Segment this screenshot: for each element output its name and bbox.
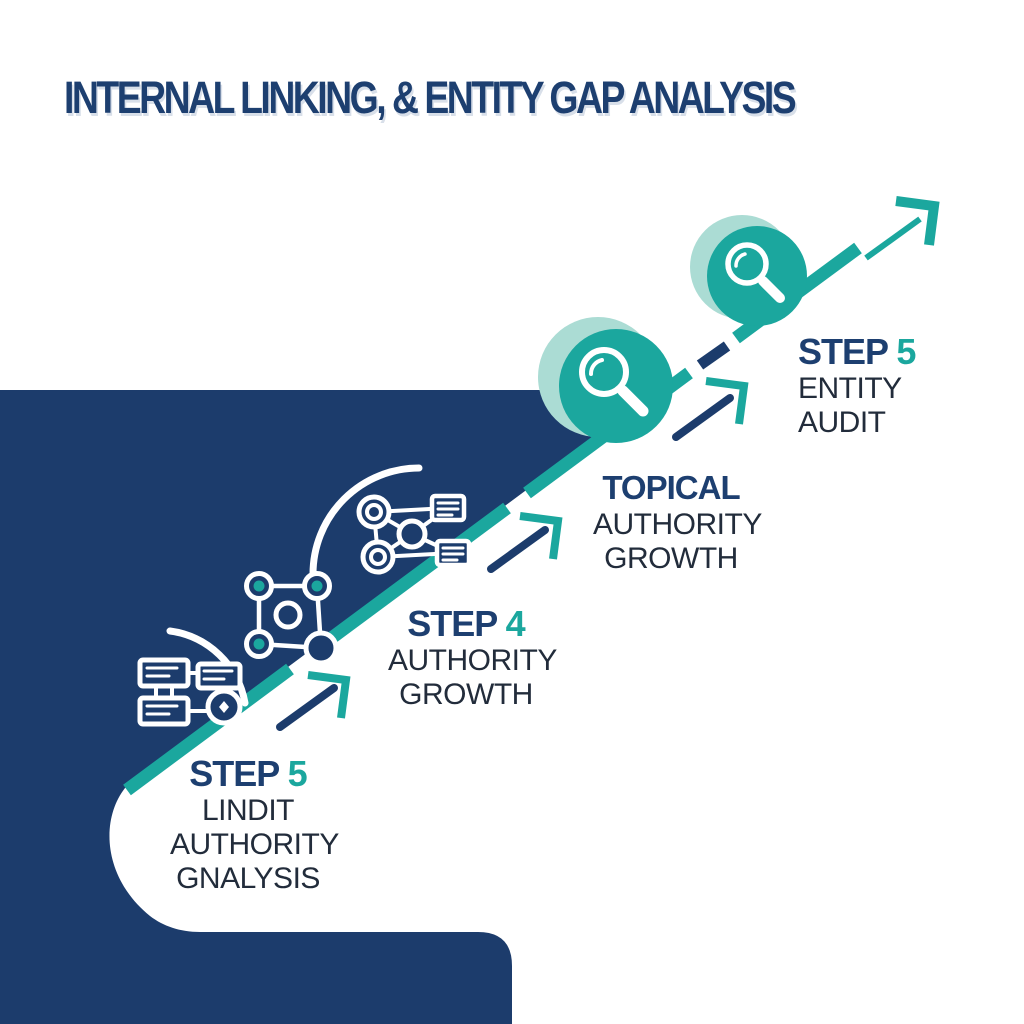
magnifier-lens [579,347,629,397]
entity-link-icon [356,493,472,575]
progress-arrow-shaft [276,684,338,731]
step-sub-line: AUTHORITY [388,644,557,677]
ascent-line-segment [306,502,511,660]
progress-arrow-shaft [487,526,549,573]
progress-arrow-head [307,671,351,719]
decorative-arc [309,464,423,578]
network-nodes-icon [244,571,339,666]
step-heading: STEP 5 [170,754,326,794]
progress-arrow-shaft [672,394,734,441]
progress-arrow-icon [672,377,749,441]
magnifier-highlight [734,252,747,268]
step-heading: STEP 4 [388,604,544,644]
growth-arrow-shaft [864,216,922,261]
step-sub-line: AUTHORITY [170,828,339,861]
step-5-entity-audit-label: STEP 5 ENTITY AUDIT [798,331,916,440]
sitemap-flowchart-icon [137,657,243,727]
step-word: STEP [189,753,279,794]
step-sub-line: AUTHORITY [593,508,762,541]
ascent-line-navy-dash [696,341,731,370]
progress-arrow-head [519,512,563,560]
magnifier-icon-mid [538,317,673,443]
step-sub-line: ENTITY [798,372,902,405]
step-sub-line: LINDIT [201,794,295,827]
growth-arrow-head [895,196,940,246]
step-4-authority-growth-label: STEP 4 AUTHORITY GROWTH [388,604,557,712]
progress-arrow-icon [487,512,563,573]
step-heading: TOPICAL [602,469,740,506]
magnifier-icon-top [690,215,807,326]
step-heading: STEP 5 [798,331,916,372]
ascent-line-segment [123,663,294,796]
step-sub-line: GROWTH [604,542,738,575]
step-sub-line: GNALYSIS [176,862,320,895]
page-title: INTERNAL LINKING, & ENTITY GAP ANALYSIS [64,72,797,123]
magnifier-handle [758,276,785,303]
magnifier-circle [559,329,673,443]
slope-background-shape [0,390,661,1024]
step-sub-line: AUDIT [798,406,886,439]
step-number: 5 [287,753,308,794]
magnifier-lens [725,242,769,286]
growth-arrow-icon [864,196,940,261]
step-number: 4 [505,603,526,644]
step-sub-line: GROWTH [399,678,533,711]
progress-arrow-icon [276,671,351,731]
step-word: STEP [407,603,497,644]
step-word: STEP [798,331,888,372]
magnifier-circle [707,226,807,326]
topical-authority-growth-label: TOPICAL AUTHORITY GROWTH [593,468,762,576]
step-5-link-audit-label: STEP 5 LINDIT AUTHORITY GNALYSIS [170,754,339,896]
magnifier-highlight [589,358,604,376]
progress-arrow-head [705,377,749,425]
step-number: 5 [896,331,916,372]
decorative-arc [166,627,249,707]
magnifier-handle [617,385,649,417]
